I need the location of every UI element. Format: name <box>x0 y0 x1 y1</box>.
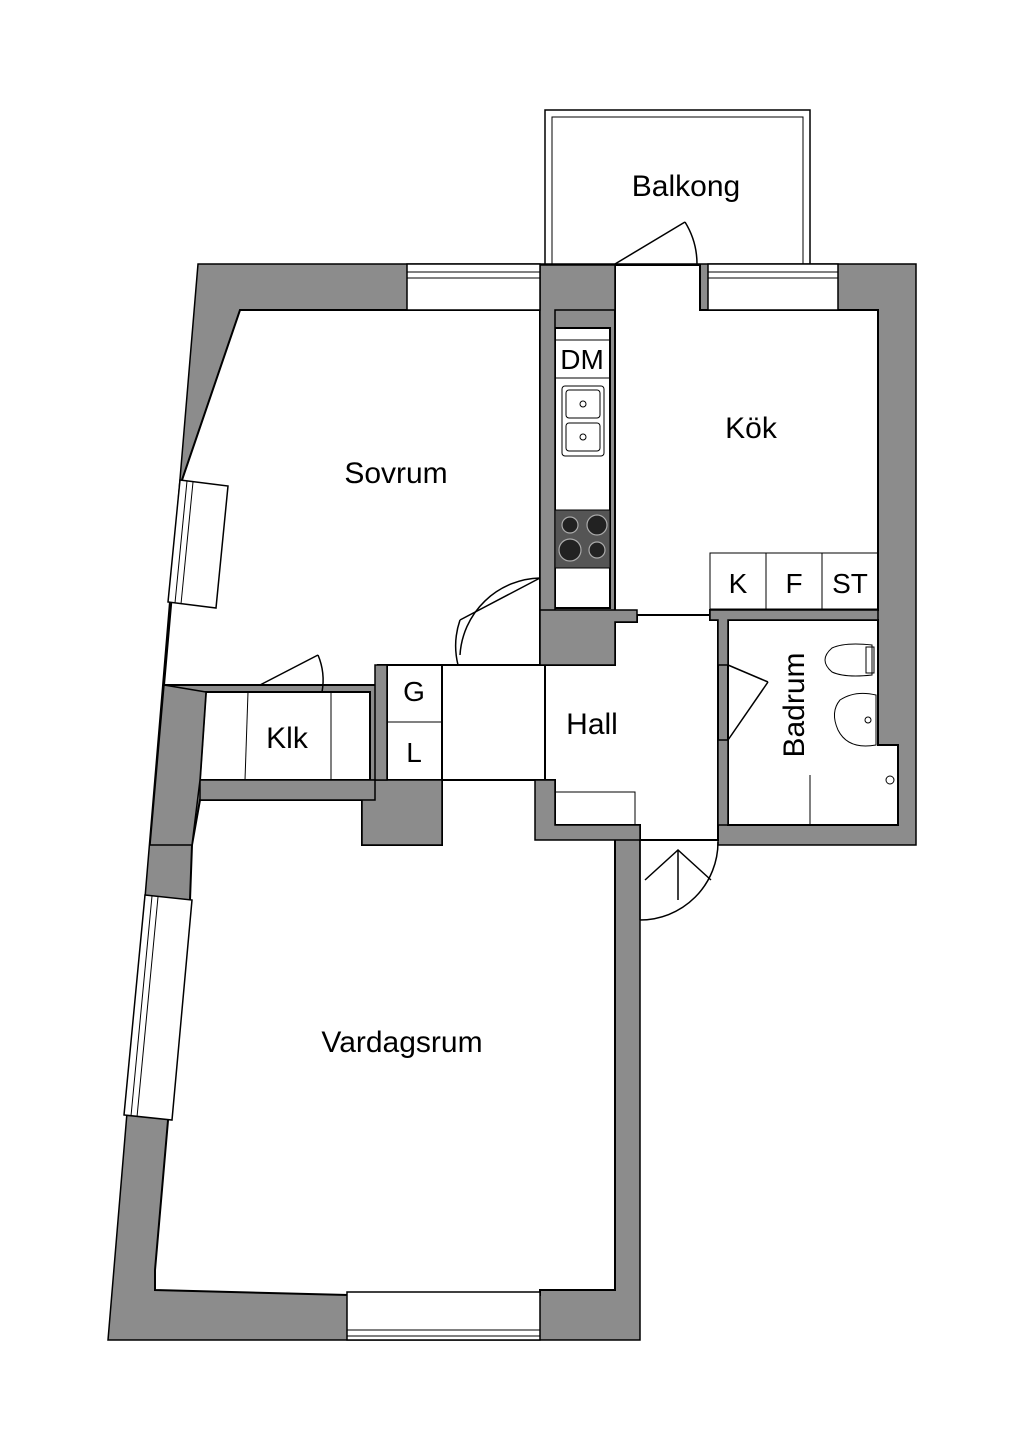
fixture-labels: DM K F ST G L <box>403 344 868 768</box>
label-fridge: K <box>729 568 748 599</box>
label-storage: ST <box>832 568 868 599</box>
window-living-bottom <box>346 1291 541 1341</box>
window-bedroom-side <box>167 479 229 609</box>
kitchen-fixtures <box>554 339 879 610</box>
label-dishwasher: DM <box>560 344 604 375</box>
label-kitchen: Kök <box>725 412 778 445</box>
doors <box>259 221 769 921</box>
label-wardrobe-l: L <box>406 737 422 768</box>
sink <box>561 385 605 457</box>
window-kitchen-top <box>707 263 839 311</box>
label-bedroom: Sovrum <box>344 457 447 490</box>
room-labels: Balkong Kök Sovrum Klk Hall Badrum Varda… <box>266 170 811 1059</box>
kitchen-floor <box>614 264 879 665</box>
window-bedroom-top <box>406 263 541 311</box>
label-wardrobe-g: G <box>403 676 425 707</box>
storage-lines <box>244 691 636 826</box>
window-living-side <box>123 894 193 1121</box>
label-bathroom: Badrum <box>778 652 811 757</box>
label-hall: Hall <box>566 708 618 741</box>
label-living: Vardagsrum <box>321 1026 482 1059</box>
label-balcony: Balkong <box>632 170 740 203</box>
washbasin <box>834 692 877 747</box>
label-freezer: F <box>785 568 802 599</box>
toilet <box>824 643 873 677</box>
label-closet: Klk <box>266 722 309 755</box>
windows <box>123 263 839 1341</box>
bathroom-fixtures <box>809 643 895 825</box>
